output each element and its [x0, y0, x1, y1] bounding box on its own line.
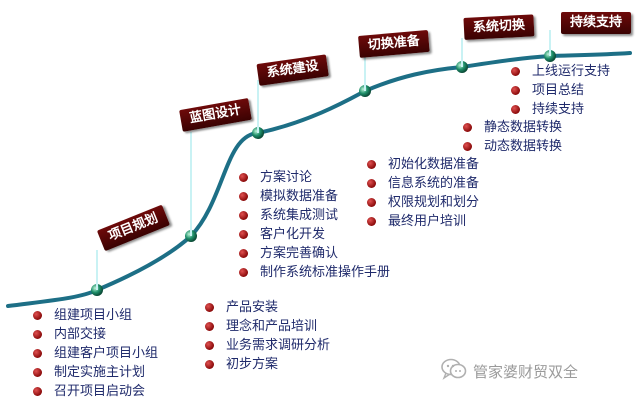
task-item: 模拟数据准备 [237, 187, 390, 206]
task-item: 持续支持 [509, 100, 610, 119]
task-item: 内部交接 [31, 325, 158, 344]
task-item: 制作系统标准操作手册 [237, 263, 390, 282]
stage-stem [549, 30, 551, 56]
task-item: 信息系统的准备 [365, 174, 479, 193]
bullet-icon [33, 311, 42, 320]
task-item: 方案讨论 [237, 168, 390, 187]
stage-node [544, 50, 556, 62]
task-item: 动态数据转换 [461, 137, 562, 156]
task-item: 系统集成测试 [237, 206, 390, 225]
stage-stem [257, 80, 259, 133]
bullet-icon [239, 173, 248, 182]
stage-stem [461, 38, 463, 67]
stage-node [359, 85, 371, 97]
chat-bubble-icon [441, 358, 467, 384]
task-list-stage-5: 静态数据转换 动态数据转换 [461, 118, 562, 156]
task-list-stage-4: 初始化数据准备 信息系统的准备 权限规划和划分 最终用户培训 [365, 155, 479, 231]
task-item: 理念和产品培训 [203, 317, 330, 336]
bullet-icon [367, 179, 376, 188]
bullet-icon [239, 249, 248, 258]
bullet-icon [205, 322, 214, 331]
task-item: 初始化数据准备 [365, 155, 479, 174]
bullet-icon [463, 142, 472, 151]
bullet-icon [511, 67, 520, 76]
task-item: 业务需求调研分析 [203, 336, 330, 355]
bullet-icon [367, 198, 376, 207]
bullet-icon [239, 192, 248, 201]
task-list-stage-1: 组建项目小组 内部交接 组建客户项目小组 制定实施主计划 召开项目启动会 [31, 306, 158, 401]
task-item: 召开项目启动会 [31, 382, 158, 401]
bullet-icon [511, 86, 520, 95]
bullet-icon [367, 160, 376, 169]
task-item: 最终用户培训 [365, 212, 479, 231]
task-item: 项目总结 [509, 81, 610, 100]
curve-path [6, 51, 632, 308]
task-item: 组建客户项目小组 [31, 344, 158, 363]
bullet-icon [205, 303, 214, 312]
bullet-icon [239, 230, 248, 239]
bullet-icon [511, 105, 520, 114]
bullet-icon [239, 211, 248, 220]
stage-node [252, 127, 264, 139]
stage-stem [364, 56, 366, 91]
bullet-icon [205, 360, 214, 369]
stage-stem [96, 250, 98, 290]
task-item: 权限规划和划分 [365, 193, 479, 212]
bullet-icon [33, 387, 42, 396]
stage-node [456, 61, 468, 73]
stage-label-6: 持续支持 [561, 12, 632, 34]
bullet-icon [33, 330, 42, 339]
task-list-stage-2: 产品安装 理念和产品培训 业务需求调研分析 初步方案 [203, 298, 330, 374]
watermark-text: 管家婆财贸双全 [473, 362, 579, 381]
task-item: 初步方案 [203, 355, 330, 374]
stage-stem [190, 132, 192, 236]
stage-label-5: 系统切换 [463, 14, 535, 40]
stage-node [91, 284, 103, 296]
bullet-icon [205, 341, 214, 350]
task-item: 产品安装 [203, 298, 330, 317]
task-item: 静态数据转换 [461, 118, 562, 137]
task-item: 制定实施主计划 [31, 363, 158, 382]
task-item: 组建项目小组 [31, 306, 158, 325]
bullet-icon [463, 123, 472, 132]
bullet-icon [239, 268, 248, 277]
task-list-stage-6: 上线运行支持 项目总结 持续支持 [509, 62, 610, 119]
bullet-icon [33, 368, 42, 377]
bullet-icon [33, 349, 42, 358]
task-item: 上线运行支持 [509, 62, 610, 81]
task-item: 客户化开发 [237, 225, 390, 244]
bullet-icon [367, 217, 376, 226]
stage-node [185, 230, 197, 242]
task-list-stage-3: 方案讨论 模拟数据准备 系统集成测试 客户化开发 方案完善确认 制作系统标准操作… [237, 168, 390, 282]
task-item: 方案完善确认 [237, 244, 390, 263]
watermark: 管家婆财贸双全 [441, 358, 578, 384]
